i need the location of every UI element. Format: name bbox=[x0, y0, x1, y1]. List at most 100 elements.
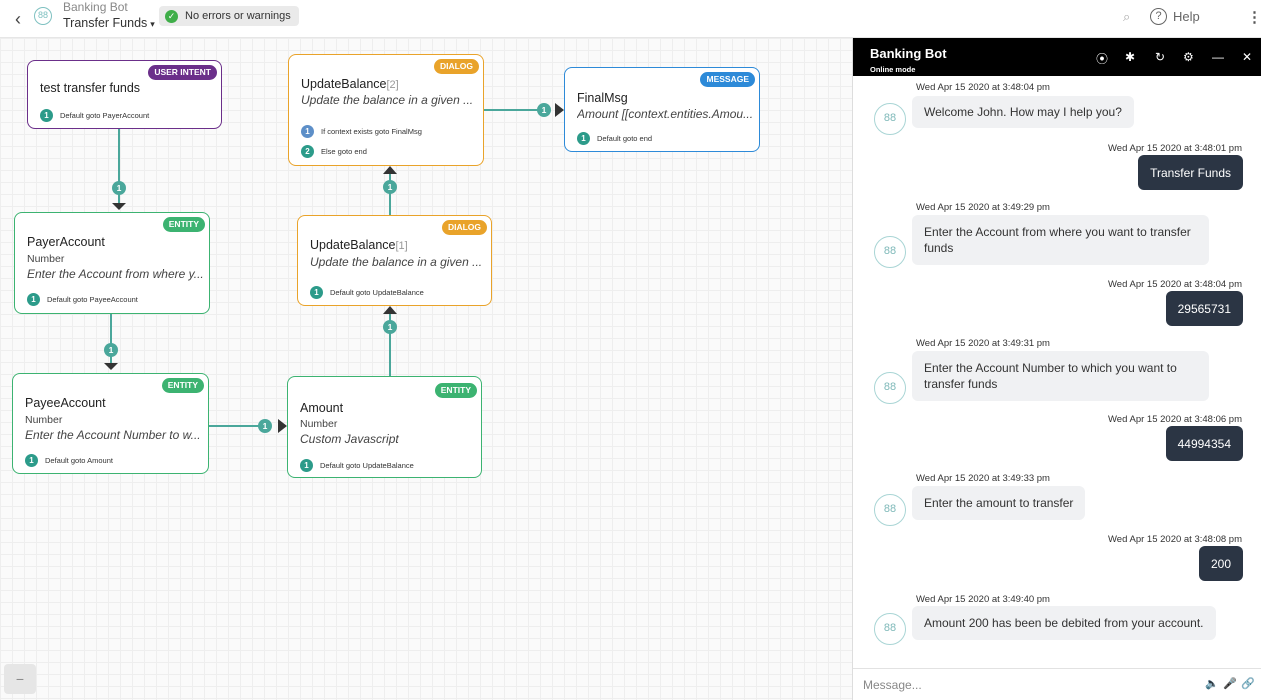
node-description: Update the balance in a given ... bbox=[301, 93, 474, 107]
flow-canvas[interactable]: 1 1 1 1 1 1 USER INTENT test transfer fu… bbox=[0, 38, 852, 700]
node-title: PayerAccount bbox=[27, 235, 105, 249]
message-timestamp: Wed Apr 15 2020 at 3:49:40 pm bbox=[916, 594, 1050, 605]
node-action[interactable]: 1 Default goto UpdateBalance bbox=[310, 286, 424, 299]
debug-icon[interactable]: ✱ bbox=[1125, 50, 1136, 64]
connector-badge: 1 bbox=[537, 103, 551, 117]
action-text: Default goto PayeeAccount bbox=[47, 295, 138, 304]
bot-message: Welcome John. How may I help you? bbox=[912, 96, 1134, 128]
arrowhead-down bbox=[112, 203, 126, 210]
action-number: 1 bbox=[25, 454, 38, 467]
action-number: 1 bbox=[310, 286, 323, 299]
node-title: UpdateBalance[2] bbox=[301, 77, 399, 91]
close-icon[interactable]: ✕ bbox=[1242, 50, 1253, 64]
more-options-icon[interactable]: ⋮ bbox=[1247, 9, 1261, 26]
validation-status-text: No errors or warnings bbox=[185, 10, 291, 22]
refresh-icon[interactable]: ↻ bbox=[1155, 50, 1166, 64]
chat-messages[interactable]: Wed Apr 15 2020 at 3:48:04 pm 88 Welcome… bbox=[853, 76, 1261, 668]
back-arrow-icon[interactable]: ‹ bbox=[15, 9, 21, 29]
top-bar: ‹ 88 Banking Bot Transfer Funds▾ ✓ No er… bbox=[0, 0, 1261, 38]
node-action[interactable]: 1 Default goto end bbox=[577, 132, 652, 145]
arrowhead-up bbox=[383, 166, 397, 174]
bot-avatar-icon: 88 bbox=[874, 494, 906, 526]
message-text: Welcome John. How may I help you? bbox=[924, 105, 1122, 119]
bot-logo-icon: 88 bbox=[34, 7, 52, 25]
node-action[interactable]: 1 Default goto PayerAccount bbox=[40, 109, 149, 122]
chat-input-bar: 🔈 🎤 🔗 bbox=[853, 668, 1261, 700]
node-test-transfer-funds[interactable]: USER INTENT test transfer funds 1 Defaul… bbox=[27, 60, 222, 129]
settings-icon[interactable]: ⚙ bbox=[1183, 50, 1194, 64]
user-message: 29565731 bbox=[1165, 291, 1243, 326]
node-update-balance-2[interactable]: DIALOG UpdateBalance[2] Update the balan… bbox=[288, 54, 484, 166]
node-type-badge: DIALOG bbox=[441, 220, 487, 235]
node-final-msg[interactable]: MESSAGE FinalMsg Amount [[context.entiti… bbox=[564, 67, 760, 152]
node-title-text: UpdateBalance bbox=[301, 77, 387, 91]
action-number: 1 bbox=[27, 293, 40, 306]
chat-title: Banking Bot bbox=[870, 46, 947, 61]
user-message: Transfer Funds bbox=[1138, 155, 1243, 190]
action-number: 1 bbox=[300, 459, 313, 472]
bot-avatar-icon: 88 bbox=[874, 103, 906, 135]
zoom-out-button[interactable]: − bbox=[4, 664, 36, 694]
message-text: Transfer Funds bbox=[1150, 165, 1231, 180]
message-text: 44994354 bbox=[1177, 436, 1231, 451]
chat-mode: Online mode bbox=[870, 65, 916, 74]
node-payee-account[interactable]: ENTITY PayeeAccount Number Enter the Acc… bbox=[12, 373, 209, 474]
action-text: Default goto PayerAccount bbox=[60, 111, 150, 120]
help-button[interactable]: ? Help bbox=[1150, 8, 1200, 25]
message-input[interactable] bbox=[863, 675, 1183, 695]
bot-avatar-icon: 88 bbox=[874, 613, 906, 645]
microphone-icon[interactable]: 🎤 bbox=[1223, 678, 1237, 690]
node-entity-type: Number bbox=[25, 414, 63, 426]
node-type-badge: ENTITY bbox=[162, 217, 205, 232]
node-title: UpdateBalance[1] bbox=[310, 238, 408, 252]
attachment-icon[interactable]: 🔗 bbox=[1241, 678, 1255, 690]
connector-badge: 1 bbox=[383, 180, 397, 194]
user-message: 200 bbox=[1198, 546, 1243, 581]
node-type-badge: MESSAGE bbox=[700, 72, 755, 87]
message-timestamp: Wed Apr 15 2020 at 3:48:04 pm bbox=[1108, 279, 1242, 290]
node-action[interactable]: 2 Else goto end bbox=[301, 145, 367, 158]
bot-message: Enter the Account Number to which you wa… bbox=[912, 351, 1209, 401]
node-title: test transfer funds bbox=[40, 81, 141, 95]
flow-name: Transfer Funds bbox=[63, 16, 148, 30]
node-amount[interactable]: ENTITY Amount Number Custom Javascript 1… bbox=[287, 376, 482, 478]
node-action[interactable]: 1 Default goto Amount bbox=[25, 454, 113, 467]
bot-message: Amount 200 has been be debited from your… bbox=[912, 606, 1216, 640]
bot-avatar-icon: 88 bbox=[874, 236, 906, 268]
bot-avatar-icon: 88 bbox=[874, 372, 906, 404]
minimize-icon[interactable]: — bbox=[1212, 50, 1224, 64]
node-payer-account[interactable]: ENTITY PayerAccount Number Enter the Acc… bbox=[14, 212, 210, 314]
node-action[interactable]: 1 Default goto UpdateBalance bbox=[300, 459, 414, 472]
action-number: 1 bbox=[40, 109, 53, 122]
bot-message: Enter the amount to transfer bbox=[912, 486, 1086, 520]
node-type-badge: DIALOG bbox=[433, 59, 479, 74]
check-circle-icon: ✓ bbox=[165, 9, 178, 23]
help-icon: ? bbox=[1150, 8, 1167, 25]
action-text: Default goto end bbox=[597, 134, 653, 143]
message-timestamp: Wed Apr 15 2020 at 3:49:29 pm bbox=[916, 202, 1050, 213]
node-description: Enter the Account from where y... bbox=[27, 267, 204, 281]
node-title: PayeeAccount bbox=[25, 396, 106, 410]
flow-selector[interactable]: Transfer Funds▾ bbox=[63, 16, 155, 30]
chevron-down-icon: ▾ bbox=[150, 19, 155, 29]
bot-name: Banking Bot bbox=[63, 0, 128, 14]
record-icon[interactable]: ⦿ bbox=[1096, 52, 1109, 66]
action-text: If context exists goto FinalMsg bbox=[321, 127, 422, 136]
message-text: 200 bbox=[1210, 556, 1231, 571]
speaker-icon[interactable]: 🔈 bbox=[1205, 678, 1219, 690]
node-description: Custom Javascript bbox=[300, 432, 399, 446]
search-icon[interactable]: ⌕ bbox=[1123, 9, 1131, 24]
chat-panel: Banking Bot Online mode ⦿ ✱ ↻ ⚙ — ✕ Wed … bbox=[852, 38, 1261, 700]
node-type-badge: USER INTENT bbox=[148, 65, 217, 80]
bot-message: Enter the Account from where you want to… bbox=[912, 215, 1209, 265]
node-update-balance-1[interactable]: DIALOG UpdateBalance[1] Update the balan… bbox=[297, 215, 492, 306]
node-action[interactable]: 1 Default goto PayeeAccount bbox=[27, 293, 138, 306]
node-entity-type: Number bbox=[300, 418, 338, 430]
arrowhead-right bbox=[278, 419, 287, 433]
validation-status[interactable]: ✓ No errors or warnings bbox=[159, 6, 299, 26]
arrowhead-up bbox=[383, 306, 397, 314]
node-description: Enter the Account Number to w... bbox=[25, 428, 201, 442]
node-entity-type: Number bbox=[27, 253, 65, 265]
action-text: Else goto end bbox=[321, 147, 367, 156]
node-action[interactable]: 1 If context exists goto FinalMsg bbox=[301, 125, 422, 138]
